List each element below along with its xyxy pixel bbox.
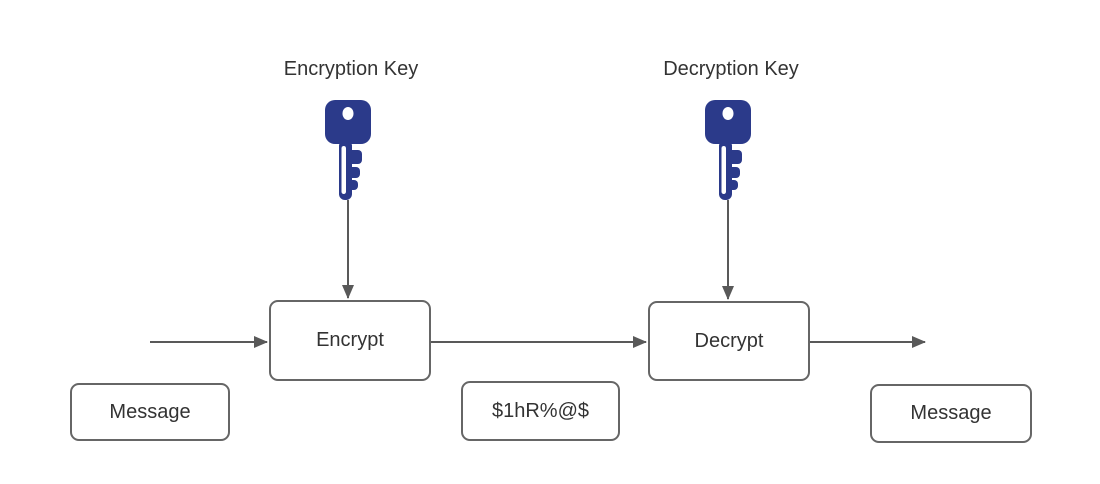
decrypt-node: Decrypt <box>648 301 810 381</box>
decryption-key-label: Decryption Key <box>663 58 799 80</box>
decrypt-node-label: Decrypt <box>694 329 764 352</box>
message-input-node: Message <box>70 383 230 441</box>
ciphertext-label: $1hR%@$ <box>491 399 590 422</box>
ciphertext-node: $1hR%@$ <box>461 381 620 441</box>
encrypt-node: Encrypt <box>269 300 431 381</box>
encryption-key-icon <box>325 100 371 200</box>
encrypt-node-label: Encrypt <box>316 329 384 351</box>
encryption-key-label: Encryption Key <box>283 58 419 80</box>
message-input-label: Message <box>109 400 191 423</box>
message-output-label: Message <box>910 402 992 424</box>
message-output-node: Message <box>870 384 1032 443</box>
decryption-key-icon <box>705 100 751 200</box>
